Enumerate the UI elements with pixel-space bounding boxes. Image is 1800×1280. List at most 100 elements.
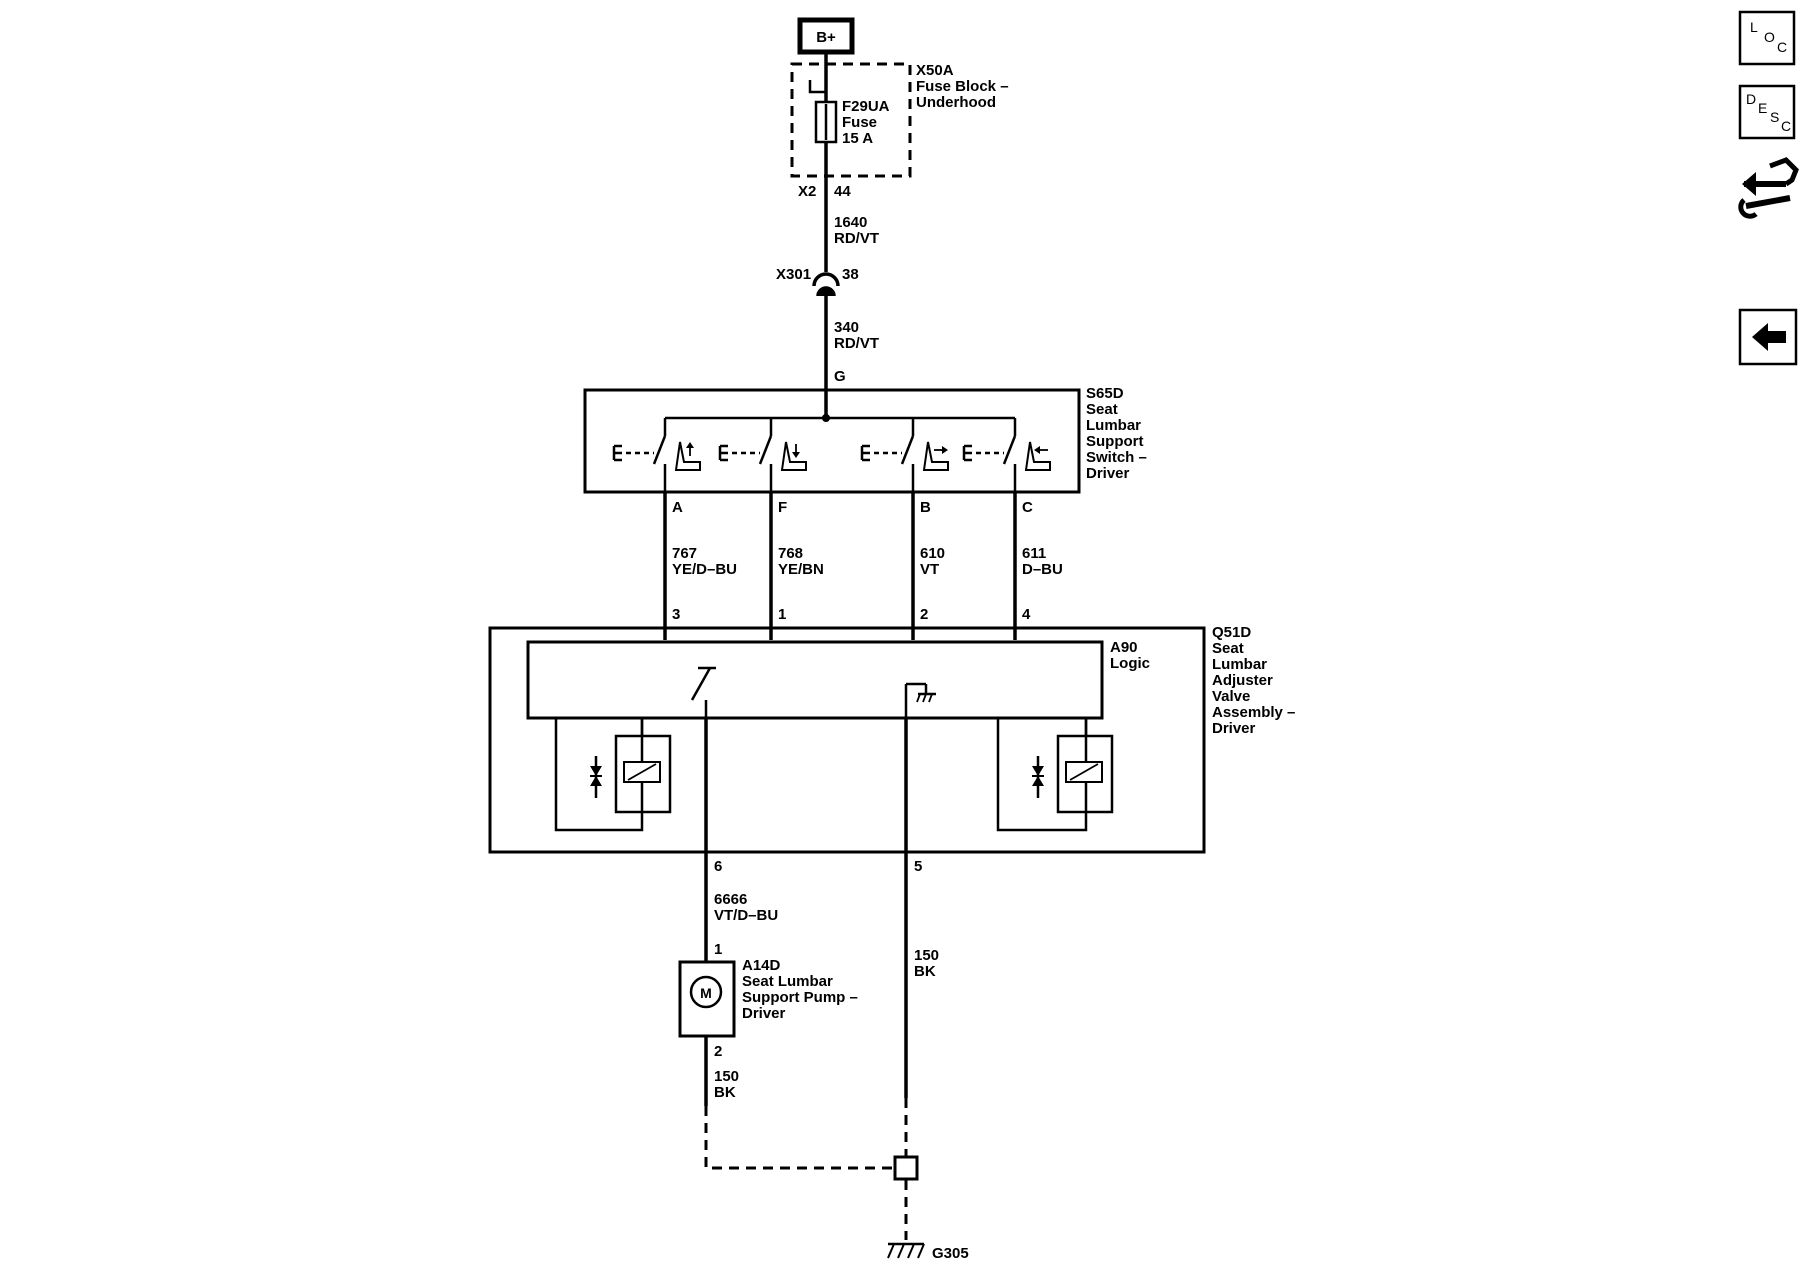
switch-contact-c bbox=[962, 435, 1051, 492]
wire-6666-circuit: 6666 bbox=[714, 891, 747, 908]
wire-1640-color: RD/VT bbox=[834, 230, 879, 247]
logic-module bbox=[526, 640, 1104, 720]
valve-label-1: Q51D bbox=[1212, 624, 1251, 641]
valve-arrow-icon bbox=[590, 766, 602, 776]
valve-pin-3: 3 bbox=[672, 606, 680, 623]
pump-label-3: Support Pump – bbox=[742, 989, 858, 1006]
back-arrow-icon bbox=[1752, 323, 1786, 351]
wire-1640-circuit: 1640 bbox=[834, 214, 867, 231]
wire-767-circuit: 767 bbox=[672, 545, 697, 562]
valve-pin-5: 5 bbox=[914, 858, 922, 875]
switch-label-2: Seat bbox=[1086, 401, 1118, 418]
logic-id: A90 bbox=[1110, 639, 1138, 656]
driver-switch-icon bbox=[690, 666, 716, 718]
motor-icon bbox=[689, 975, 723, 1009]
lumbar-pump: M bbox=[678, 960, 736, 1038]
battery-label: B+ bbox=[816, 29, 836, 46]
svg-text:S: S bbox=[1770, 109, 1779, 125]
wire-340-color: RD/VT bbox=[834, 335, 879, 352]
description-button[interactable]: D E S C bbox=[1738, 84, 1796, 140]
ground-id: G305 bbox=[932, 1245, 969, 1262]
switch-label-4: Support bbox=[1086, 433, 1144, 450]
valve-pin-1: 1 bbox=[778, 606, 786, 623]
wire-6666-color: VT/D–BU bbox=[714, 907, 778, 924]
switch-input-pin: G bbox=[834, 368, 846, 385]
fuse-block-connector: X2 bbox=[798, 183, 816, 200]
switch-label-6: Driver bbox=[1086, 465, 1130, 482]
fuse-type: Fuse bbox=[842, 114, 877, 131]
fuse-id: F29UA bbox=[842, 98, 890, 115]
valve-assembly bbox=[488, 626, 1206, 854]
svg-text:C: C bbox=[1781, 118, 1791, 134]
pump-label-1: A14D bbox=[742, 957, 781, 974]
motor-symbol: M bbox=[700, 985, 712, 1001]
pump-pin-2: 2 bbox=[714, 1043, 722, 1060]
wire-150-pump-circuit: 150 bbox=[714, 1068, 739, 1085]
wire-610-color: VT bbox=[920, 561, 939, 578]
switch-label-3: Lumbar bbox=[1086, 417, 1141, 434]
fuse-rating: 15 A bbox=[842, 130, 873, 147]
valve-pin-4: 4 bbox=[1022, 606, 1031, 623]
svg-text:D: D bbox=[1746, 91, 1756, 107]
seat-lumbar-forward-icon bbox=[922, 441, 949, 471]
wire-611-color: D–BU bbox=[1022, 561, 1063, 578]
ground-splice bbox=[704, 1098, 919, 1240]
seat-lumbar-up-icon bbox=[674, 441, 701, 471]
location-button[interactable]: L O C bbox=[1738, 10, 1796, 66]
switch-contact-a bbox=[612, 435, 701, 492]
wire-768-circuit: 768 bbox=[778, 545, 803, 562]
valve-label-5: Valve bbox=[1212, 688, 1250, 705]
switch-contact-f bbox=[718, 435, 807, 492]
switch-pin-a: A bbox=[672, 499, 683, 516]
fuse-block-name-2: Underhood bbox=[916, 94, 996, 111]
valve-label-3: Lumbar bbox=[1212, 656, 1267, 673]
wire-340-circuit: 340 bbox=[834, 319, 859, 336]
valve-arrow-icon bbox=[1032, 766, 1044, 776]
wire-610-circuit: 610 bbox=[920, 545, 945, 562]
seat-lumbar-down-icon bbox=[780, 441, 807, 471]
valve-label-2: Seat bbox=[1212, 640, 1244, 657]
wire-150-valve-color: BK bbox=[914, 963, 936, 980]
wire-768-color: YE/BN bbox=[778, 561, 824, 578]
switch-pin-c: C bbox=[1022, 499, 1033, 516]
back-button[interactable] bbox=[1738, 308, 1798, 366]
switch-label-5: Switch – bbox=[1086, 449, 1147, 466]
switch-pin-b: B bbox=[920, 499, 931, 516]
seat-lumbar-rearward-icon bbox=[1024, 441, 1051, 471]
ground-g305-icon bbox=[887, 1242, 925, 1259]
switch-contact-b bbox=[860, 435, 949, 492]
pump-label-2: Seat Lumbar bbox=[742, 973, 833, 990]
battery-terminal: B+ bbox=[797, 17, 855, 55]
svg-text:L: L bbox=[1750, 19, 1758, 35]
pump-pin-1: 1 bbox=[714, 941, 722, 958]
logic-ground-icon bbox=[904, 682, 936, 718]
wire-767-color: YE/D–BU bbox=[672, 561, 737, 578]
valve-label-4: Adjuster bbox=[1212, 672, 1273, 689]
wire-611-circuit: 611 bbox=[1022, 545, 1046, 562]
svg-text:C: C bbox=[1777, 39, 1787, 55]
right-solenoid-valve bbox=[996, 718, 1114, 832]
diagnostic-tools-icon[interactable] bbox=[1738, 154, 1799, 220]
fuse-block-pin: 44 bbox=[834, 183, 851, 200]
valve-label-7: Driver bbox=[1212, 720, 1256, 737]
valve-pin-6: 6 bbox=[714, 858, 722, 875]
wire-150-pump-color: BK bbox=[714, 1084, 736, 1101]
x301-id: X301 bbox=[776, 266, 811, 283]
fuse-block bbox=[790, 62, 912, 178]
lumbar-switch bbox=[583, 388, 1081, 494]
inline-connector-x301 bbox=[812, 272, 840, 297]
svg-text:E: E bbox=[1758, 100, 1767, 116]
x301-pin: 38 bbox=[842, 266, 859, 283]
valve-label-6: Assembly – bbox=[1212, 704, 1295, 721]
svg-text:O: O bbox=[1764, 29, 1775, 45]
logic-name: Logic bbox=[1110, 655, 1150, 672]
pump-label-4: Driver bbox=[742, 1005, 786, 1022]
switch-label-1: S65D bbox=[1086, 385, 1124, 402]
left-solenoid-valve bbox=[554, 718, 672, 832]
valve-pin-2: 2 bbox=[920, 606, 928, 623]
fuse-block-id: X50A bbox=[916, 62, 954, 79]
switch-pin-f: F bbox=[778, 499, 787, 516]
fuse-block-name-1: Fuse Block – bbox=[916, 78, 1009, 95]
wire-150-valve-circuit: 150 bbox=[914, 947, 939, 964]
